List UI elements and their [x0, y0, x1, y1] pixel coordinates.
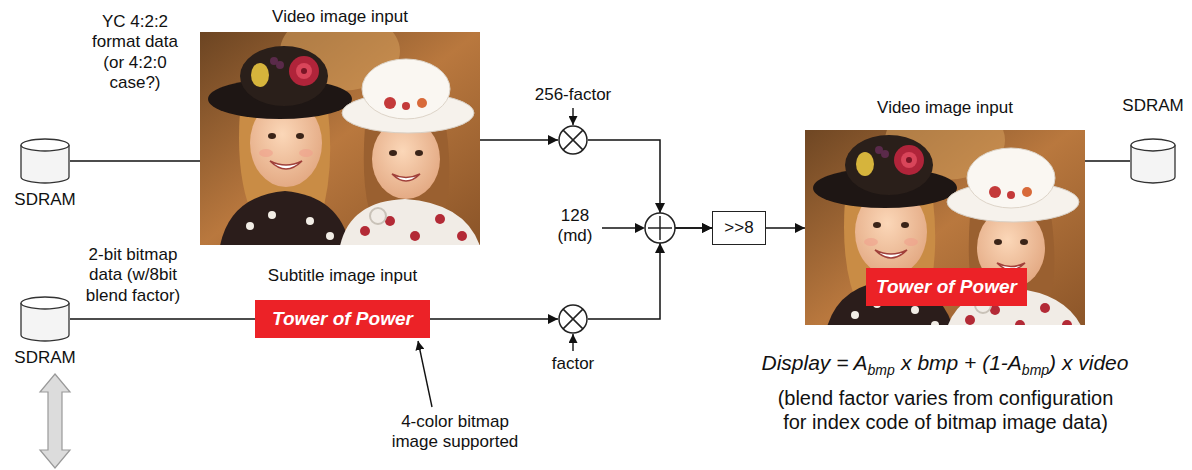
- text-holder: Tower of Power: [866, 268, 1027, 306]
- shift-box: >>8: [712, 211, 766, 245]
- signal-line: [588, 140, 712, 228]
- formula-text: Display = A: [762, 351, 868, 374]
- heading-holder: SDRAM: [1122, 96, 1183, 116]
- multiplier-node: factor: [558, 304, 588, 334]
- node-heading: 256-factor: [535, 85, 612, 104]
- multiplier-circle: [559, 305, 587, 333]
- double-arrow: [40, 374, 70, 468]
- leader-line: [418, 341, 432, 407]
- memory-cylinder: SDRAM: [20, 296, 70, 342]
- formula-holder: Display = Abmpx bmp + (1-Abmp) x video: [700, 350, 1190, 379]
- node-heading: SDRAM: [1122, 96, 1183, 115]
- text-holder: >>8: [713, 212, 765, 244]
- heading-holder: factor: [552, 354, 595, 374]
- signal-line: [70, 318, 255, 320]
- video-frame: Video image input: [200, 32, 480, 245]
- node-heading: SDRAM: [14, 348, 75, 367]
- node-text: >>8: [724, 218, 753, 238]
- cylinder-outline: [20, 138, 70, 184]
- memory-cylinder: SDRAM: [1130, 138, 1176, 184]
- node-heading: Video image input: [877, 98, 1013, 117]
- formula-text: x bmp + (1-A: [901, 351, 1022, 374]
- formula-text: ) x video: [1049, 351, 1128, 374]
- formula-subscript: bmp: [868, 362, 895, 378]
- note-text: (blend factor varies from configuration …: [778, 387, 1114, 433]
- signal-line: [766, 227, 805, 229]
- signal-line: [1085, 160, 1130, 162]
- cylinder-outline: [20, 296, 70, 342]
- heading-holder: 256-factor: [535, 85, 612, 105]
- node-heading: Video image input: [272, 7, 408, 26]
- multiplier-cross: [563, 130, 583, 150]
- adder-symbol: [659, 216, 661, 240]
- text-holder: Tower of Power: [255, 300, 430, 338]
- cylinder-top: [21, 139, 69, 151]
- video-photo: [200, 11, 480, 246]
- node-text: Tower of Power: [272, 308, 413, 331]
- heading-holder: Video image input: [272, 7, 408, 27]
- multiplier-circle: [559, 126, 587, 154]
- label-holder: (blend factor varies from configuration …: [768, 386, 1123, 434]
- edge-label: 2-bit bitmap data (w/8bit blend factor): [86, 245, 181, 305]
- factor-arrow: [572, 334, 573, 351]
- output-photo: [805, 100, 1085, 335]
- multiplier-cross: [563, 309, 583, 329]
- multiplier-node: 256-factor: [558, 125, 588, 155]
- heading-holder: Video image input: [877, 98, 1013, 118]
- cylinder-outline: [1130, 138, 1176, 184]
- factor-arrow: [572, 108, 573, 125]
- label-holder: 2-bit bitmap data (w/8bit blend factor): [80, 245, 186, 306]
- node-heading: Subtitle image input: [268, 266, 417, 285]
- node-heading: factor: [552, 354, 595, 373]
- arrow-head: [655, 203, 665, 213]
- signal-line: [70, 160, 200, 162]
- memory-cylinder: SDRAM: [20, 138, 70, 184]
- signal-line: [430, 318, 558, 320]
- heading-holder: SDRAM: [14, 348, 75, 368]
- formula-subscript: bmp: [1022, 362, 1049, 378]
- cylinder-top: [21, 297, 69, 309]
- overlay-box: Tower of Power: [866, 268, 1027, 306]
- heading-holder: Subtitle image input: [268, 266, 417, 286]
- constant-line: [602, 227, 637, 229]
- note-text: 4-color bitmap image supported: [392, 412, 519, 451]
- edge-label: YC 4:2:2 format data (or 4:2:0 case?): [92, 12, 178, 92]
- signal-line: [588, 228, 712, 319]
- label-holder: 128 (md): [552, 206, 598, 247]
- note-text: 128 (md): [558, 206, 593, 245]
- video-frame: Video image inputTower of Power: [805, 130, 1085, 325]
- subtitle-box: Subtitle image inputTower of Power: [255, 300, 430, 338]
- multiplier-symbol: [558, 304, 588, 334]
- signal-line: [480, 139, 558, 141]
- cylinder-top: [1131, 139, 1175, 151]
- heading-holder: SDRAM: [14, 190, 75, 210]
- label-holder: 4-color bitmap image supported: [385, 412, 525, 453]
- arrow-head: [655, 243, 665, 253]
- node-text: Tower of Power: [876, 276, 1017, 299]
- node-heading: SDRAM: [14, 190, 75, 209]
- multiplier-symbol: [558, 125, 588, 155]
- arrow-head: [635, 223, 645, 233]
- label-holder: YC 4:2:2 format data (or 4:2:0 case?): [85, 12, 185, 94]
- adder-symbol: [645, 213, 675, 243]
